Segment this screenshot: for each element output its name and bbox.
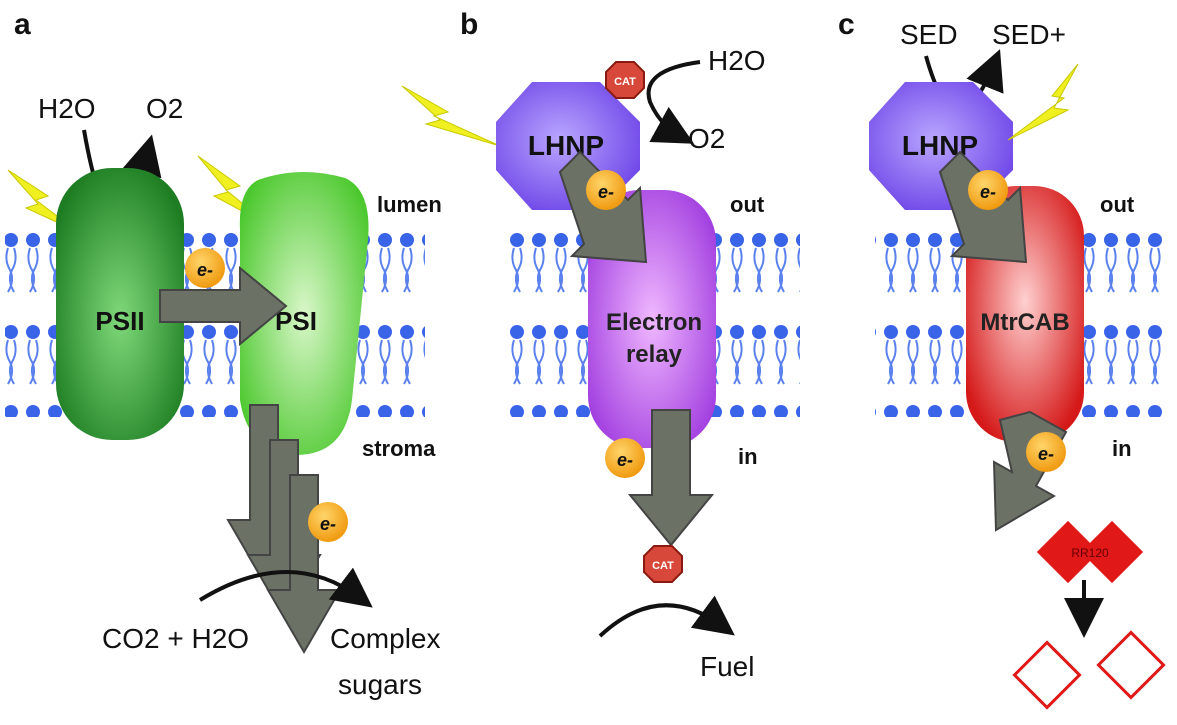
oxygen-label-a: O2: [146, 93, 183, 124]
carbon-fixation-arrow: [198, 567, 373, 608]
electron-transfer-arrow: [266, 474, 342, 654]
electron-icon: [968, 170, 1008, 210]
oxygen-label-b: O2: [688, 123, 725, 154]
in-label-b: in: [738, 444, 758, 469]
lhnp-label-b: LHNP: [528, 130, 604, 161]
fuel-label: Fuel: [700, 651, 754, 682]
fuel-production-arrow: [598, 595, 735, 638]
reactants-label: CO2 + H2O: [102, 623, 249, 654]
mtrcab-label: MtrCAB: [980, 309, 1069, 336]
water-label-b: H2O: [708, 45, 766, 76]
psi-complex: [239, 171, 369, 455]
cat-catalyst-icon: [643, 545, 683, 583]
psii-complex: [56, 168, 184, 440]
dye-label: RR120: [1071, 546, 1109, 560]
electron-transfer-arrow: [627, 409, 715, 547]
electron-label: e-: [598, 182, 614, 202]
reduced-dye-fragment: [1096, 630, 1166, 700]
lumen-label: lumen: [377, 192, 442, 217]
cat-label: CAT: [614, 76, 636, 88]
cat-catalyst-icon: [605, 61, 645, 99]
electron-transfer-arrow: [992, 410, 1068, 532]
panel-letter-c: c: [838, 8, 855, 41]
sed-label: SED: [900, 19, 958, 50]
panel-letter-b: b: [460, 8, 478, 41]
electron-label: e-: [617, 450, 633, 470]
out-label-b: out: [730, 192, 765, 217]
electron-icon: [605, 438, 645, 478]
electron-icon: [308, 502, 348, 542]
relay-label-line2: relay: [626, 341, 683, 368]
stroma-label: stroma: [362, 436, 436, 461]
water-label-a: H2O: [38, 93, 96, 124]
product-label-line1: Complex: [330, 623, 440, 654]
light-bolt-icon: [401, 85, 501, 147]
out-label-c: out: [1100, 192, 1135, 217]
psi-label: PSI: [275, 306, 317, 336]
electron-icon: [185, 248, 225, 288]
dye-molecule-icon: [1036, 520, 1144, 584]
electron-label: e-: [320, 514, 336, 534]
electron-icon: [586, 170, 626, 210]
panel-letter-a: a: [14, 8, 31, 41]
electron-transfer-arrow: [159, 265, 288, 347]
reduced-dye-fragment: [1012, 640, 1082, 710]
water-oxidation-arrow-b: [646, 60, 701, 144]
relay-label-line1: Electron: [606, 309, 702, 336]
electron-label: e-: [1038, 444, 1054, 464]
cat-label: CAT: [652, 560, 674, 572]
electron-label: e-: [197, 260, 213, 280]
light-bolt-icon: [1007, 63, 1079, 141]
psii-label: PSII: [95, 306, 144, 336]
in-label-c: in: [1112, 436, 1132, 461]
sed-plus-label: SED+: [992, 19, 1066, 50]
product-label-line2: sugars: [338, 669, 422, 700]
electron-icon: [1026, 432, 1066, 472]
electron-label: e-: [980, 182, 996, 202]
lhnp-label-c: LHNP: [902, 130, 978, 161]
